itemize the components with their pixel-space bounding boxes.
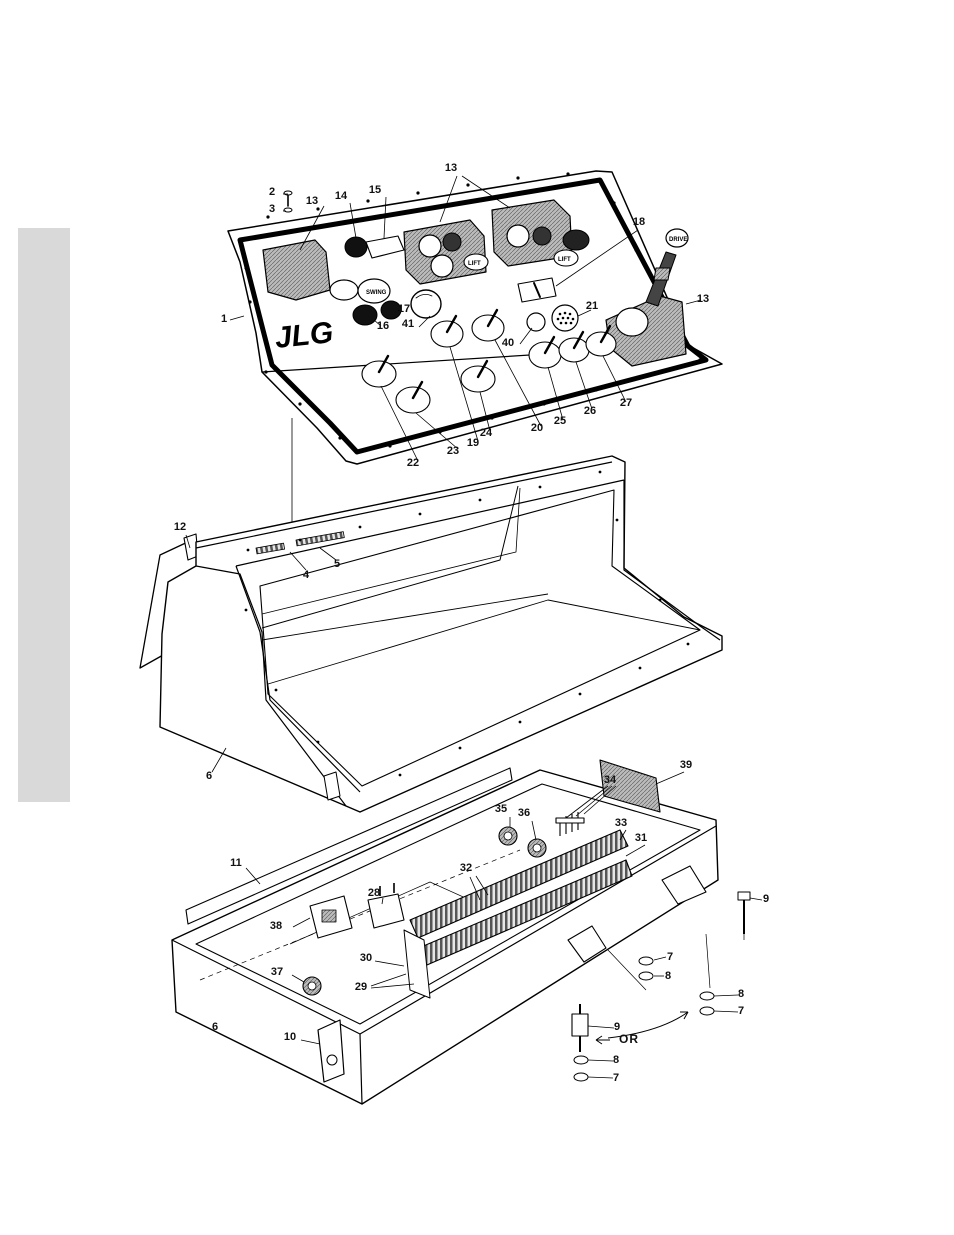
callout-c30: 30 [360, 952, 372, 964]
callout-c8a: 8 [665, 970, 671, 982]
callout-c41: 41 [402, 318, 414, 330]
callout-c40: 40 [502, 337, 514, 349]
callout-c6a: 6 [206, 770, 212, 782]
callout-c10: 10 [284, 1031, 296, 1043]
washer-8c [574, 1056, 588, 1064]
callout-c26: 26 [584, 405, 596, 417]
callout-c2: 2 [269, 186, 275, 198]
callout-c7c: 7 [613, 1072, 619, 1084]
callout-c9b: 9 [614, 1021, 620, 1033]
callout-c12: 12 [174, 521, 186, 533]
callout-c28: 28 [368, 887, 380, 899]
horn-21 [552, 305, 578, 331]
callout-c1: 1 [221, 313, 227, 325]
callout-c39: 39 [680, 759, 692, 771]
callout-c29: 29 [355, 981, 367, 993]
callout-c15: 15 [369, 184, 381, 196]
svg-text:LIFT: LIFT [468, 261, 481, 267]
knob-14 [345, 237, 367, 257]
svg-text:DRIVE: DRIVE [669, 237, 687, 243]
callout-c13a: 13 [306, 195, 318, 207]
centre-controller-housing-left: LIFT [404, 220, 488, 284]
knob-16 [353, 305, 377, 325]
callout-c21: 21 [586, 300, 598, 312]
callout-c13b: 13 [445, 162, 457, 174]
svg-text:LIFT: LIFT [558, 257, 571, 263]
nut-7b [700, 1007, 714, 1015]
callout-c3: 3 [269, 203, 275, 215]
callout-c34: 34 [604, 774, 617, 786]
callout-c25: 25 [554, 415, 566, 427]
or-label: OR [619, 1032, 639, 1046]
callout-c11: 11 [230, 857, 242, 869]
callout-c17: 17 [398, 303, 410, 315]
callout-c8c: 8 [613, 1054, 619, 1066]
button-40 [527, 313, 545, 331]
callout-c18: 18 [633, 216, 645, 228]
nut-7c [574, 1073, 588, 1081]
jlg-logo: JLG [273, 316, 334, 355]
callout-c19: 19 [467, 437, 479, 449]
callout-c24: 24 [480, 427, 493, 439]
callout-c32: 32 [460, 862, 472, 874]
callout-c20: 20 [531, 422, 543, 434]
callout-c13c: 13 [697, 293, 709, 305]
callout-c7b: 7 [738, 1005, 744, 1017]
callout-c5: 5 [334, 558, 340, 570]
callout-c7a: 7 [667, 951, 673, 963]
callout-c6b: 6 [212, 1021, 218, 1033]
callout-c38: 38 [270, 920, 282, 932]
callout-c27: 27 [620, 397, 632, 409]
svg-text:SWING: SWING [366, 290, 387, 296]
nut-7a [639, 957, 653, 965]
callout-c36: 36 [518, 807, 530, 819]
callout-c37: 37 [271, 966, 283, 978]
washer-8a [639, 972, 653, 980]
washer-8b [700, 992, 714, 1000]
callout-c35: 35 [495, 803, 507, 815]
callout-c23: 23 [447, 445, 459, 457]
terminal-box [172, 760, 750, 1104]
callout-c9a: 9 [763, 893, 769, 905]
callout-c31: 31 [635, 832, 647, 844]
callout-c33: 33 [615, 817, 627, 829]
console-box [140, 456, 722, 812]
callout-c14: 14 [335, 190, 348, 202]
control-panel: JLG SWING LIFT LIFT [228, 171, 722, 464]
callout-c22: 22 [407, 457, 419, 469]
callout-c16: 16 [377, 320, 389, 332]
callout-c4: 4 [303, 569, 310, 581]
callout-c8b: 8 [738, 988, 744, 1000]
